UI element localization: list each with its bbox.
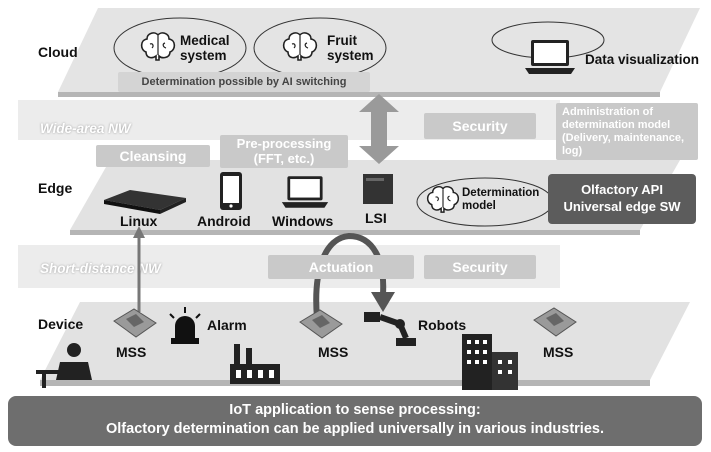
windows-label: Windows xyxy=(272,213,334,229)
layer-label-short-distance: Short-distance NW xyxy=(40,261,161,276)
admin-model-box: Administration of determination model (D… xyxy=(556,103,698,160)
medical-system-label: Medical system xyxy=(180,33,230,63)
phone-icon xyxy=(220,172,242,210)
mss-label-2: MSS xyxy=(318,344,349,360)
worker-icon xyxy=(36,343,92,388)
cloud-platform-edge xyxy=(58,92,660,97)
mss-label-1: MSS xyxy=(116,344,147,360)
device-platform xyxy=(40,302,690,380)
robots-label: Robots xyxy=(418,317,467,333)
double-arrow-icon xyxy=(359,94,399,164)
ai-switching-box: Determination possible by AI switching xyxy=(118,72,370,92)
brain-icon xyxy=(426,185,460,213)
laptop-icon xyxy=(525,40,575,74)
mss-label-3: MSS xyxy=(543,344,574,360)
brain-icon xyxy=(282,32,318,61)
buildings-icon xyxy=(462,334,518,390)
fruit-system-label: Fruit system xyxy=(327,33,374,63)
preprocessing-box: Pre-processing (FFT, etc.) xyxy=(220,135,348,168)
factory-icon xyxy=(230,344,280,384)
edge-platform-edge xyxy=(70,230,640,235)
layer-label-cloud: Cloud xyxy=(38,44,78,60)
olfactory-api-box: Olfactory API Universal edge SW xyxy=(548,174,696,224)
linux-label: Linux xyxy=(120,213,158,229)
actuation-box: Actuation xyxy=(268,255,414,279)
short-distance-security-box: Security xyxy=(424,255,536,279)
laptop-icon xyxy=(281,176,329,208)
banner-line-2: Olfactory determination can be applied u… xyxy=(106,421,604,437)
layer-label-device: Device xyxy=(38,316,84,332)
determination-model-label: Determination model xyxy=(462,187,540,212)
layer-label-wide-area: Wide-area NW xyxy=(40,121,131,136)
robot-arm-icon xyxy=(364,312,416,346)
mss-sensor-icon xyxy=(299,309,343,339)
bottom-banner: IoT application to sense processing: Olf… xyxy=(8,396,702,446)
data-visualization-label: Data visualization xyxy=(585,52,700,67)
board-icon xyxy=(104,190,186,214)
alarm-label: Alarm xyxy=(207,317,247,333)
android-label: Android xyxy=(197,213,251,229)
up-arrow-icon xyxy=(133,226,145,312)
layer-label-edge: Edge xyxy=(38,180,73,196)
brain-icon xyxy=(140,32,176,61)
alarm-light-icon xyxy=(169,307,201,344)
mss-sensor-icon xyxy=(533,307,577,337)
lsi-label: LSI xyxy=(365,210,387,226)
wide-area-security-box: Security xyxy=(424,113,536,139)
banner-line-1: IoT application to sense processing: xyxy=(229,402,481,418)
mss-sensor-icon xyxy=(113,308,157,338)
chip-icon xyxy=(363,174,393,204)
cleansing-box: Cleansing xyxy=(96,145,210,167)
device-platform-edge xyxy=(40,380,650,386)
